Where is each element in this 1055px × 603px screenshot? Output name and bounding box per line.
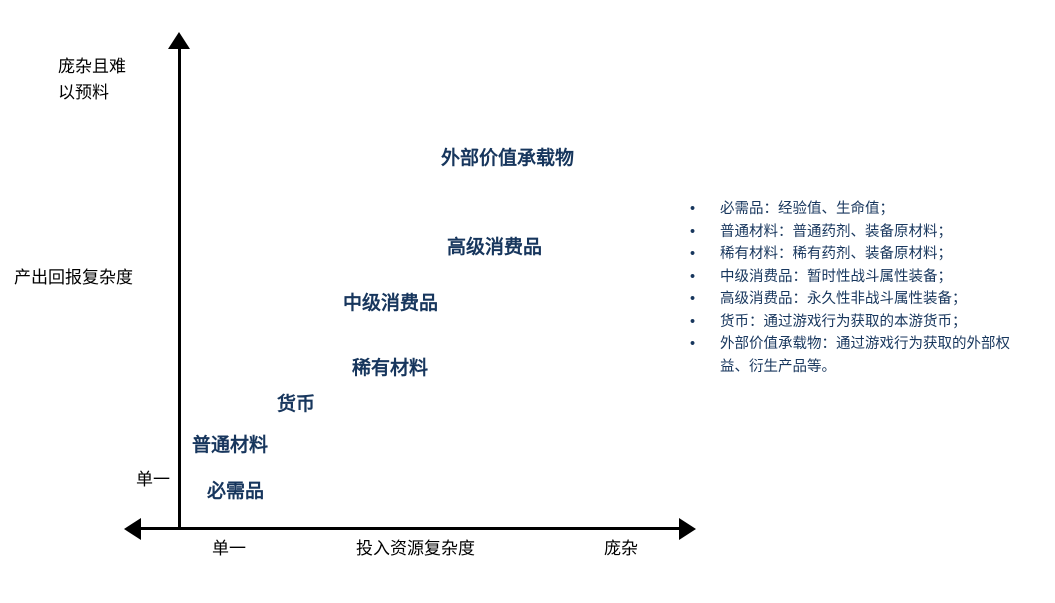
diagram-node: 中级消费品 (343, 293, 439, 314)
y-axis-top-label: 庞杂且难 以预料 (58, 57, 126, 102)
x-axis-line (130, 527, 685, 530)
x-axis-right-arrow-icon (679, 518, 696, 540)
legend-item: • 货币：通过游戏行为获取的本游货币； (686, 311, 1026, 334)
x-axis-left-label: 单一 (212, 539, 246, 558)
legend-item: • 稀有材料：稀有药剂、装备原材料； (686, 243, 1026, 266)
diagram-node: 外部价值承载物 (441, 148, 575, 169)
legend-item-label: 稀有材料：稀有药剂、装备原材料； (720, 246, 952, 262)
legend-item: • 必需品：经验值、生命值； (686, 198, 1026, 221)
legend: • 必需品：经验值、生命值； • 普通材料：普通药剂、装备原材料； • 稀有材料：稀有药剂… (686, 198, 1026, 378)
diagram-node: 高级消费品 (447, 237, 543, 258)
legend-item: • 高级消费品：永久性非战斗属性装备； (686, 288, 1026, 311)
diagram-node: 稀有材料 (352, 358, 429, 379)
legend-item-label: 中级消费品：暂时性战斗属性装备； (720, 268, 952, 285)
bullet-icon: • (690, 291, 696, 307)
x-axis-left-arrow-icon (124, 518, 141, 540)
legend-item-label: 普通材料：普通药剂、装备原材料； (720, 223, 952, 240)
legend-item-label: 高级消费品：永久性非战斗属性装备； (720, 291, 967, 307)
y-axis-title: 产出回报复杂度 (14, 268, 133, 287)
y-axis-line (178, 48, 181, 530)
bullet-icon: • (690, 201, 696, 217)
bullet-icon: • (690, 313, 696, 330)
legend-item-label: 货币：通过游戏行为获取的本游货币； (720, 313, 967, 330)
bullet-icon: • (690, 223, 696, 240)
bullet-icon: • (690, 268, 696, 285)
legend-item-label: 外部价值承载物：通过游戏行为获取的外部权益、衍生产品等。 (720, 336, 1010, 375)
diagram-node: 必需品 (207, 481, 265, 502)
diagram-node: 普通材料 (192, 435, 269, 456)
x-axis-right-label: 庞杂 (604, 539, 638, 558)
y-axis-arrow-icon (168, 32, 190, 49)
legend-item-label: 必需品：经验值、生命值； (720, 201, 894, 217)
legend-item: • 外部价值承载物：通过游戏行为获取的外部权益、衍生产品等。 (686, 333, 1026, 378)
legend-item: • 中级消费品：暂时性战斗属性装备； (686, 266, 1026, 289)
legend-items: • 必需品：经验值、生命值； • 普通材料：普通药剂、装备原材料； • 稀有材料：稀有药剂… (686, 198, 1026, 378)
legend-item: • 普通材料：普通药剂、装备原材料； (686, 221, 1026, 244)
y-axis-bottom-label: 单一 (136, 470, 170, 489)
x-axis-title: 投入资源复杂度 (356, 539, 475, 558)
bullet-icon: • (690, 246, 696, 262)
bullet-icon: • (690, 336, 696, 352)
diagram-node: 货币 (277, 394, 316, 415)
